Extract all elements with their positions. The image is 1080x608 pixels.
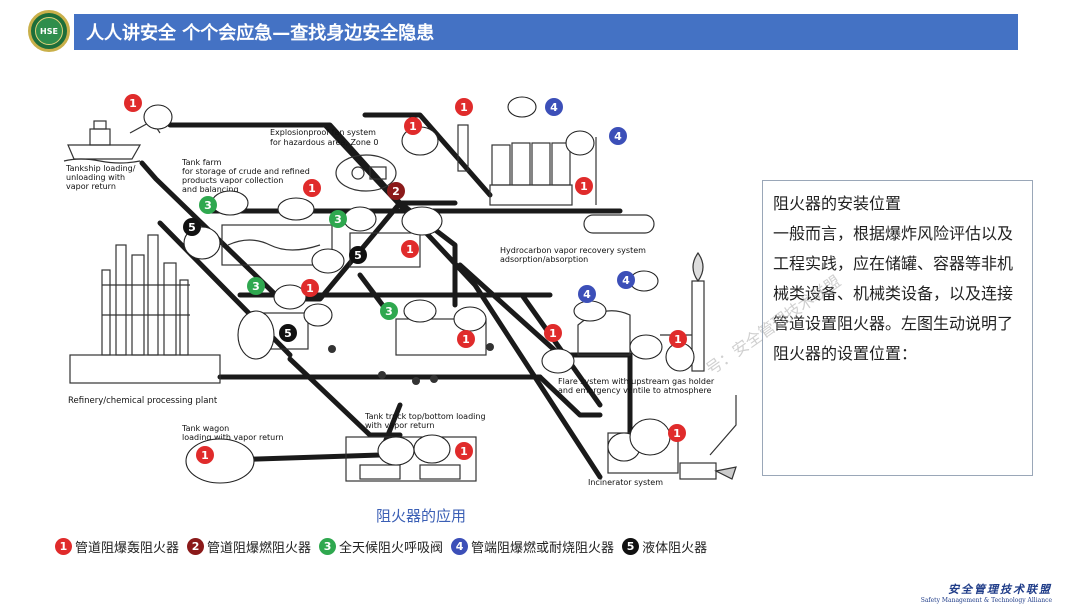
badge-1: 1 xyxy=(301,279,319,297)
arrester-highlights xyxy=(143,96,695,484)
title-bar: 人人讲安全 个个会应急—查找身边安全隐患 xyxy=(74,14,1018,50)
legend-badge: 3 xyxy=(319,538,337,555)
page-title: 人人讲安全 个个会应急—查找身边安全隐患 xyxy=(86,23,435,44)
badge-5: 5 xyxy=(279,324,297,342)
svg-text:1: 1 xyxy=(674,333,682,346)
svg-text:1: 1 xyxy=(406,243,414,256)
legend-item-1: 1 管道阻爆轰阻火器 xyxy=(55,537,179,556)
badge-1: 1 xyxy=(124,94,142,112)
valves xyxy=(328,343,494,385)
svg-text:1: 1 xyxy=(460,101,468,114)
svg-text:1: 1 xyxy=(460,445,468,458)
hydrocarbon-system xyxy=(457,124,655,234)
label-refinery: Refinery/chemical processing plant xyxy=(68,396,218,406)
svg-text:4: 4 xyxy=(614,130,622,143)
label-wagon: Tank wagon loading with vapor return xyxy=(181,424,283,442)
side-panel: 阻火器的安装位置 一般而言，根据爆炸风险评估以及工程实践，应在储罐、容器等非机械… xyxy=(762,180,1033,476)
badge-1: 1 xyxy=(455,98,473,116)
incinerator xyxy=(607,395,737,480)
legend: 1 管道阻爆轰阻火器 2 管道阻爆燃阻火器 3 全天候阻火呼吸阀 4 管端阻爆燃… xyxy=(55,537,715,556)
badge-1: 1 xyxy=(544,324,562,342)
legend-item-3: 3 全天候阻火呼吸阀 xyxy=(319,537,443,556)
tankship xyxy=(63,120,161,164)
badge-4: 4 xyxy=(617,271,635,289)
svg-text:1: 1 xyxy=(306,282,314,295)
badge-1: 1 xyxy=(575,177,593,195)
legend-item-4: 4 管端阻爆燃或耐烧阻火器 xyxy=(451,537,614,556)
logo-text: HSE xyxy=(35,17,63,45)
badge-5: 5 xyxy=(183,218,201,236)
flare-system xyxy=(577,251,705,372)
legend-badge: 1 xyxy=(55,538,72,555)
svg-text:2: 2 xyxy=(392,185,400,198)
legend-label: 管道阻爆燃阻火器 xyxy=(207,541,312,556)
svg-text:1: 1 xyxy=(549,327,557,340)
fan-system xyxy=(335,154,397,192)
svg-text:1: 1 xyxy=(308,182,316,195)
flame-arrester-diagram: Refinery/chemical processing plant Tanks… xyxy=(63,94,737,487)
legend-item-2: 2 管道阻爆燃阻火器 xyxy=(187,537,311,556)
svg-text:4: 4 xyxy=(550,101,558,114)
svg-text:4: 4 xyxy=(583,288,591,301)
badge-4: 4 xyxy=(545,98,563,116)
svg-text:4: 4 xyxy=(622,274,630,287)
svg-text:1: 1 xyxy=(673,427,681,440)
badge-3: 3 xyxy=(380,302,398,320)
svg-text:5: 5 xyxy=(354,249,362,262)
badge-4: 4 xyxy=(578,285,596,303)
badge-3: 3 xyxy=(329,210,347,228)
badge-4: 4 xyxy=(609,127,627,145)
legend-item-5: 5 液体阻火器 xyxy=(622,537,707,556)
footer-brand-cn: 安全管理技术联盟 xyxy=(948,583,1052,596)
badge-2: 2 xyxy=(387,182,405,200)
badge-5: 5 xyxy=(349,246,367,264)
svg-text:5: 5 xyxy=(284,327,292,340)
footer-brand-en: Safety Management & Technology Alliance xyxy=(920,597,1052,604)
label-tankship: Tankship loading/ unloading with vapor r… xyxy=(65,164,138,191)
legend-badge: 4 xyxy=(451,538,469,555)
label-hydrocarbon: Hydrocarbon vapor recovery system adsorp… xyxy=(500,246,648,264)
side-panel-body: 一般而言，根据爆炸风险评估以及工程实践，应在储罐、容器等非机械类设备、机械类设备… xyxy=(773,224,1014,363)
footer-brand: 安全管理技术联盟 Safety Management & Technology … xyxy=(921,581,1052,604)
svg-text:1: 1 xyxy=(580,180,588,193)
badge-1: 1 xyxy=(303,179,321,197)
tank-truck xyxy=(345,436,477,482)
svg-text:3: 3 xyxy=(252,280,260,293)
svg-text:3: 3 xyxy=(385,305,393,318)
svg-text:1: 1 xyxy=(462,333,470,346)
badge-1: 1 xyxy=(401,240,419,258)
badge-1: 1 xyxy=(457,330,475,348)
svg-text:3: 3 xyxy=(334,213,342,226)
label-incinerator: Incinerator system xyxy=(588,478,663,487)
svg-text:1: 1 xyxy=(201,449,209,462)
badge-1: 1 xyxy=(404,117,422,135)
svg-text:5: 5 xyxy=(188,221,196,234)
badge-1: 1 xyxy=(455,442,473,460)
legend-label: 液体阻火器 xyxy=(642,541,708,556)
badge-3: 3 xyxy=(247,277,265,295)
diagram-caption: 阻火器的应用 xyxy=(376,507,467,525)
svg-text:3: 3 xyxy=(204,199,212,212)
hse-logo: HSE xyxy=(28,10,70,52)
label-flare: Flare system with upstream gas holder an… xyxy=(558,377,717,395)
legend-label: 管道阻爆轰阻火器 xyxy=(75,541,180,556)
badge-1: 1 xyxy=(668,424,686,442)
side-panel-title: 阻火器的安装位置 xyxy=(773,194,902,213)
legend-label: 管端阻爆燃或耐烧阻火器 xyxy=(471,541,615,556)
tank-farm-tanks xyxy=(221,224,487,356)
badge-1: 1 xyxy=(196,446,214,464)
label-fan: Explosionproof fan system for hazardous … xyxy=(270,128,378,147)
badge-3: 3 xyxy=(199,196,217,214)
badge-1: 1 xyxy=(669,330,687,348)
svg-text:1: 1 xyxy=(409,120,417,133)
label-truck: Tank truck top/bottom loading with vapor… xyxy=(364,412,488,430)
legend-badge: 5 xyxy=(622,538,640,555)
label-tankfarm: Tank farm for storage of crude and refin… xyxy=(181,158,312,194)
legend-badge: 2 xyxy=(187,538,205,555)
badges: 1 1 1 4 4 1 2 1 3 3 5 1 5 3 1 3 5 1 4 4 … xyxy=(124,94,687,464)
refinery-plant xyxy=(69,234,221,384)
legend-label: 全天候阻火呼吸阀 xyxy=(339,541,444,556)
svg-text:1: 1 xyxy=(129,97,137,110)
